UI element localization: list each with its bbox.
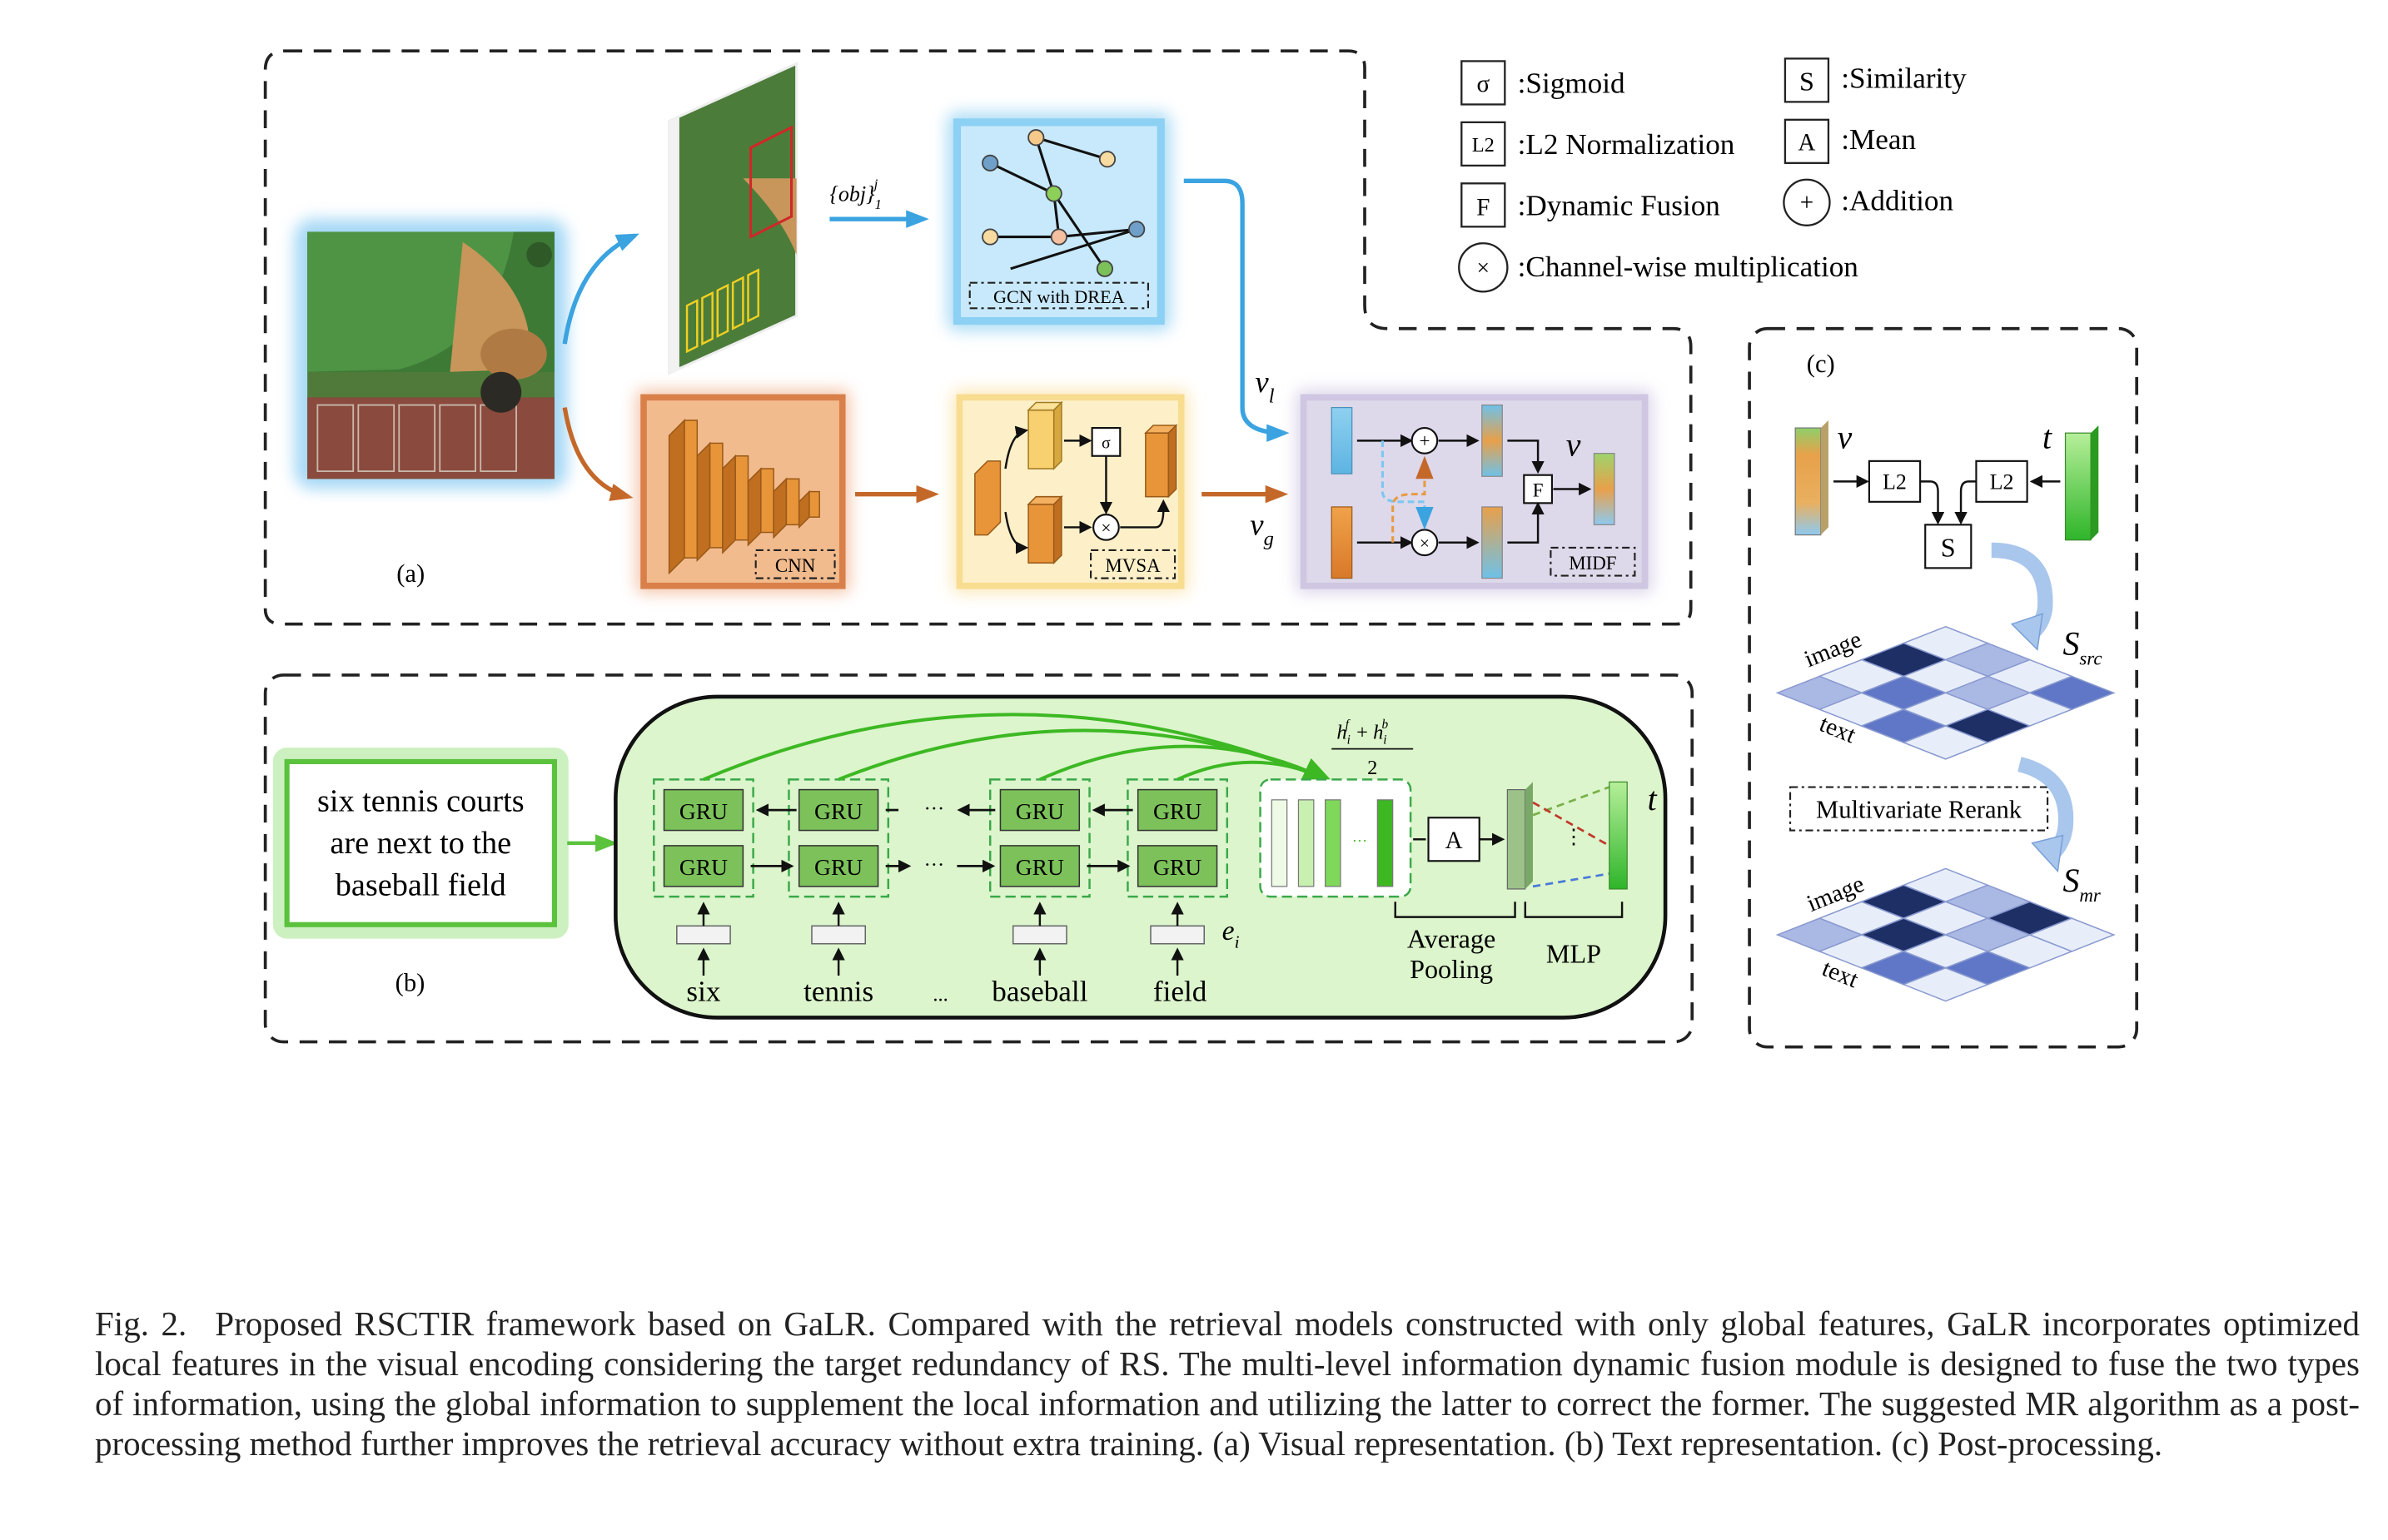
panel-c: (c) v L2 t L2 S image text Ssrc Multivar… xyxy=(1748,326,2139,1049)
bidirectional-features: ··· xyxy=(1259,778,1412,898)
midf-label: MIDF xyxy=(1569,553,1616,574)
satellite-image xyxy=(294,219,568,489)
legend-addition-symbol: + xyxy=(1800,189,1813,216)
feature-v-label: v xyxy=(1838,420,1853,456)
word-ellipsis: ... xyxy=(933,984,948,1006)
gru-label: GRU xyxy=(1016,798,1064,824)
vl-label: vl xyxy=(1255,365,1274,407)
panel-c-label: (c) xyxy=(1807,350,1835,378)
gru-label: GRU xyxy=(679,854,728,880)
mvsa-module: σ × MVSA xyxy=(952,390,1189,594)
word-field: field xyxy=(1153,976,1207,1008)
panel-b: six tennis courts are next to the baseba… xyxy=(263,673,1694,1044)
mvsa-sigmoid: σ xyxy=(1102,435,1111,453)
l2-left: L2 xyxy=(1883,470,1907,494)
sentence-line3: baseball field xyxy=(336,868,506,903)
text-output-feature xyxy=(1609,781,1628,890)
rerank-label: Multivariate Rerank xyxy=(1816,795,2022,823)
panel-b-border xyxy=(263,673,1694,1044)
gru-column-1: GRU GRU xyxy=(653,778,754,898)
midf-module: + × F v MIDF xyxy=(1296,390,1653,594)
panel-a-border xyxy=(263,49,1693,626)
sentence-box: six tennis courts are next to the baseba… xyxy=(272,748,569,939)
svg-text:⋮: ⋮ xyxy=(1564,826,1584,848)
midf-plus: + xyxy=(1419,430,1430,451)
similarity-matrix-mr xyxy=(1775,867,2116,1002)
sentence-line1: six tennis courts xyxy=(317,784,525,819)
output-v: v xyxy=(1566,427,1581,464)
similarity-matrix-src xyxy=(1775,625,2116,760)
mlp-label: MLP xyxy=(1546,939,1601,969)
embeddings xyxy=(676,902,1206,976)
legend-fusion-symbol: F xyxy=(1476,195,1490,221)
legend-addition-label: :Addition xyxy=(1841,184,1953,216)
output-t: t xyxy=(1648,781,1658,817)
word-six: six xyxy=(686,976,720,1008)
figure-caption: Fig. 2.Proposed RSCTIR framework based o… xyxy=(95,1304,2360,1463)
mvsa-left-feature xyxy=(974,460,1002,536)
framework-figure: {obj}1j GCN with xyxy=(263,49,2139,1049)
legend-channel-symbol: × xyxy=(1477,254,1490,280)
vg-label: vg xyxy=(1250,508,1274,550)
formula-numerator: hif+hib xyxy=(1336,718,1388,747)
matrix-cell xyxy=(1902,725,1990,760)
legend-mean-label: :Mean xyxy=(1841,123,1916,156)
text-feature-t xyxy=(2064,432,2092,541)
gru-dots-top: ··· xyxy=(924,797,944,820)
legend-similarity-label: :Similarity xyxy=(1841,62,1967,95)
legend-mean-symbol: A xyxy=(1798,130,1815,156)
legend-sigmoid-label: :Sigmoid xyxy=(1518,67,1625,100)
l2-right: L2 xyxy=(1990,470,2014,494)
legend: σ :Sigmoid L2 :L2 Normalization F :Dynam… xyxy=(1458,57,1967,293)
svg-text:···: ··· xyxy=(1352,832,1367,849)
caption-text: Proposed RSCTIR framework based on GaLR.… xyxy=(95,1304,2360,1463)
legend-sigmoid-symbol: σ xyxy=(1476,71,1490,97)
panel-a-label: (a) xyxy=(396,559,425,588)
panel-a: {obj}1j GCN with xyxy=(263,49,1693,626)
avg-pool-line1: Average xyxy=(1407,923,1495,953)
legend-similarity-symbol: S xyxy=(1799,67,1814,97)
similarity-symbol: S xyxy=(1941,533,1956,563)
midf-fusion: F xyxy=(1533,480,1544,501)
gru-dots-bottom: ··· xyxy=(924,854,944,877)
gru-label: GRU xyxy=(1153,854,1201,880)
object-detection-image xyxy=(668,62,798,375)
arrow-to-cnn xyxy=(562,407,634,501)
midf-times: × xyxy=(1420,533,1430,553)
formula-denominator: 2 xyxy=(1367,757,1377,779)
obj-label: {obj}1j xyxy=(829,176,881,211)
word-baseball: baseball xyxy=(992,976,1087,1008)
legend-fusion-label: :Dynamic Fusion xyxy=(1518,190,1721,222)
mean-symbol: A xyxy=(1445,827,1463,854)
feature-t-label: t xyxy=(2042,420,2052,456)
gcn-module: GCN with DREA xyxy=(947,112,1172,331)
image-feature-v xyxy=(1794,427,1822,536)
gru-label: GRU xyxy=(814,798,863,824)
legend-l2-symbol: L2 xyxy=(1472,134,1495,156)
avg-pool-line2: Pooling xyxy=(1410,954,1493,984)
arrow-to-local xyxy=(562,233,639,345)
mvsa-label: MVSA xyxy=(1105,555,1161,576)
s-mr-label: Smr xyxy=(2062,862,2100,906)
gcn-label: GCN with DREA xyxy=(993,286,1125,307)
s-src-label: Ssrc xyxy=(2062,625,2102,668)
legend-l2-label: :L2 Normalization xyxy=(1518,128,1735,161)
caption-figure-number: Fig. 2. xyxy=(95,1304,187,1343)
mvsa-times: × xyxy=(1101,518,1111,538)
arrow-vl xyxy=(1183,178,1290,442)
word-tennis: tennis xyxy=(803,976,873,1008)
cnn-label: CNN xyxy=(775,555,816,576)
gru-label: GRU xyxy=(1016,854,1064,880)
legend-channel-label: :Channel-wise multiplication xyxy=(1518,251,1859,283)
sentence-line2: are next to the xyxy=(330,826,511,861)
panel-b-label: (b) xyxy=(396,968,425,996)
cnn-module: CNN xyxy=(635,390,850,594)
gru-label: GRU xyxy=(679,798,728,824)
gru-label: GRU xyxy=(1153,798,1201,824)
matrix-cell xyxy=(1902,966,1990,1002)
ei-label: ei xyxy=(1222,916,1240,951)
gru-column-4: GRU GRU xyxy=(1127,778,1229,898)
gru-column-3: GRU GRU xyxy=(988,778,1091,898)
gru-label: GRU xyxy=(814,854,863,880)
